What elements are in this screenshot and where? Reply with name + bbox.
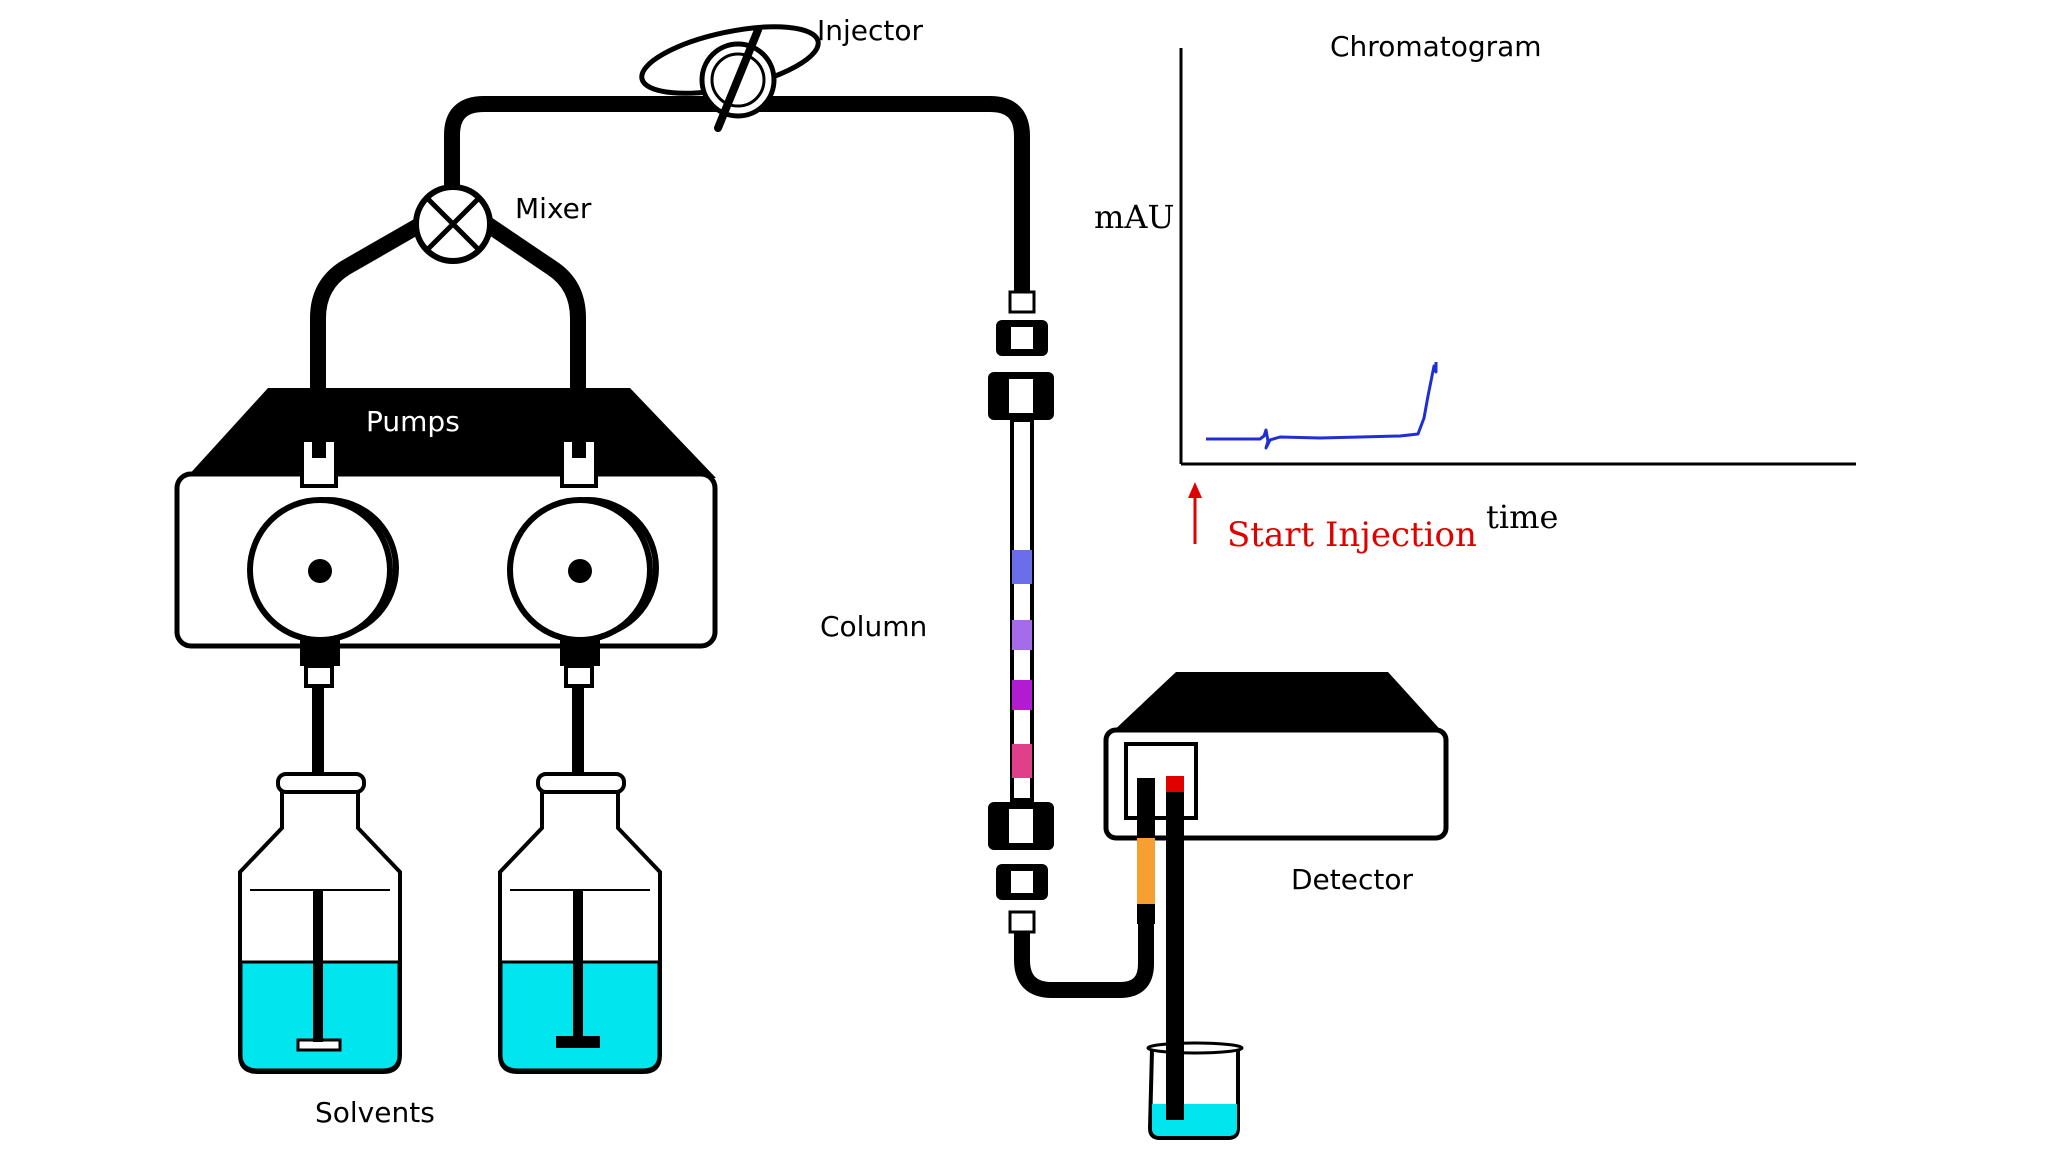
detector-inlet-segment [1137,838,1155,904]
chromatogram-trace [1206,362,1438,450]
column-band-2 [1012,620,1032,650]
chromatogram-ylabel: mAU [1094,198,1174,236]
injector-needle [714,26,762,132]
detector-label: Detector [1291,863,1413,896]
chromatogram-xlabel: time [1486,498,1558,536]
right-pump-head [507,438,659,688]
injector-label: Injector [817,14,924,47]
tube-column-to-detector [1014,872,1154,998]
column-label: Column [820,610,927,643]
left-pump-head [247,438,399,688]
waste-beaker [1146,1040,1244,1140]
tube-left-pump-to-mixer [310,214,433,400]
chromatogram-title: Chromatogram [1330,30,1542,63]
solvents-label: Solvents [315,1096,435,1129]
column [988,290,1054,934]
column-band-1 [1012,550,1032,584]
mixer [413,184,493,264]
detector [1103,672,1449,1118]
column-band-3 [1012,680,1032,710]
injector [639,24,821,132]
column-band-4 [1012,744,1032,778]
start-injection-arrowhead [1188,482,1202,498]
pumps-label: Pumps [366,405,460,438]
tube-right-pump-to-mixer [476,214,586,400]
pumps [174,388,718,688]
mixer-label: Mixer [515,192,592,225]
detector-outlet-cap [1166,776,1184,792]
chromatogram [1179,48,1856,544]
start-injection-label: Start Injection [1227,515,1477,555]
